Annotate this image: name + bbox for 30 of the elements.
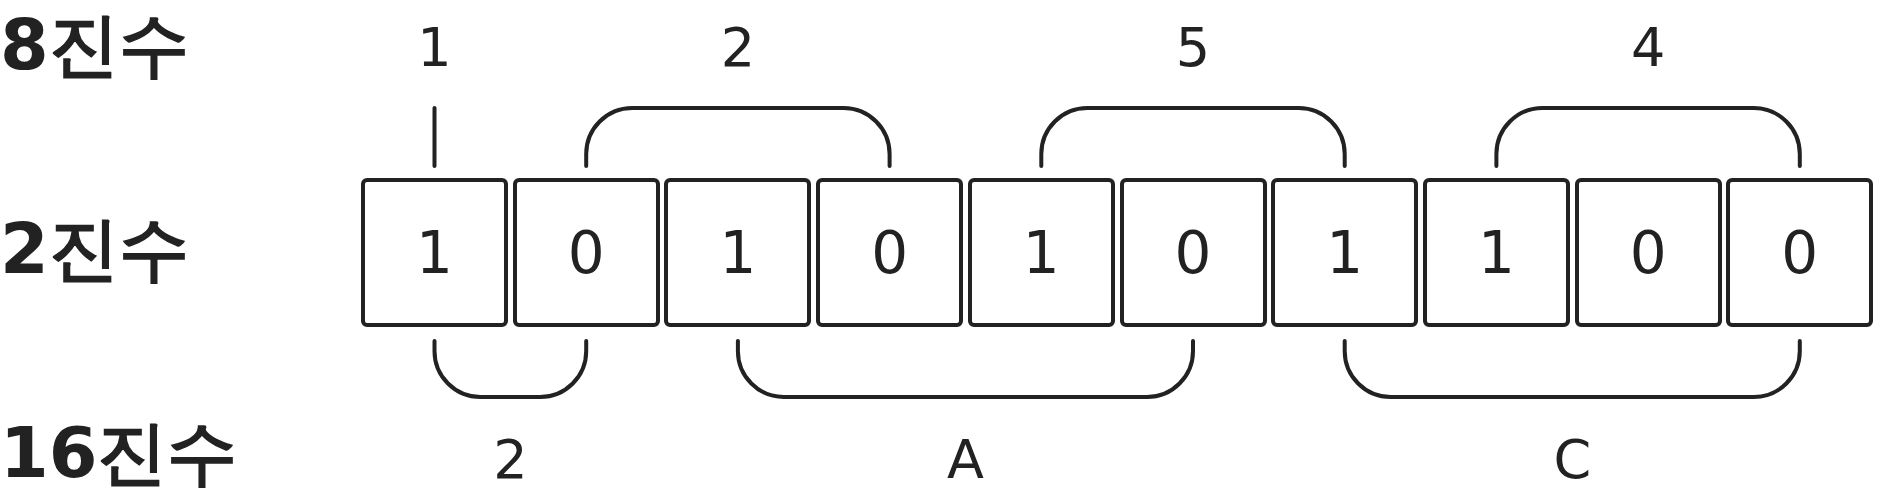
bit-digit: 1	[1022, 223, 1060, 282]
bit-cell	[664, 178, 812, 327]
group-digit: 2	[720, 21, 756, 75]
row-heading: 8진수	[0, 10, 189, 80]
bit-digit: 1	[416, 223, 453, 282]
bit-digit: 0	[1174, 223, 1212, 282]
bit-digit: 0	[871, 223, 909, 282]
bit-digit: 1	[719, 223, 757, 282]
bit-digit: 0	[1629, 223, 1667, 282]
group-digit: C	[1553, 433, 1592, 487]
bit-digit: 1	[1326, 223, 1364, 282]
group-digit: 1	[417, 21, 452, 75]
bit-cell	[816, 178, 964, 327]
group-digit: 2	[493, 433, 528, 487]
bit-cell	[967, 178, 1115, 327]
bit-cell	[512, 178, 660, 327]
bit-cell	[1271, 178, 1419, 327]
row-heading: 16진수	[0, 418, 238, 488]
bit-cell	[1574, 178, 1722, 327]
bit-cell	[1422, 178, 1570, 327]
bit-digit: 1	[1477, 223, 1515, 282]
row-heading: 2진수	[0, 214, 189, 284]
group-digit: 5	[1175, 21, 1211, 75]
bit-cell	[361, 178, 508, 327]
bit-cell	[1726, 178, 1874, 327]
bit-digit: 0	[567, 223, 605, 282]
bit-cell	[1119, 178, 1267, 327]
group-digit: 4	[1630, 21, 1666, 75]
bit-digit: 0	[1781, 223, 1819, 282]
group-digit: A	[946, 433, 984, 487]
